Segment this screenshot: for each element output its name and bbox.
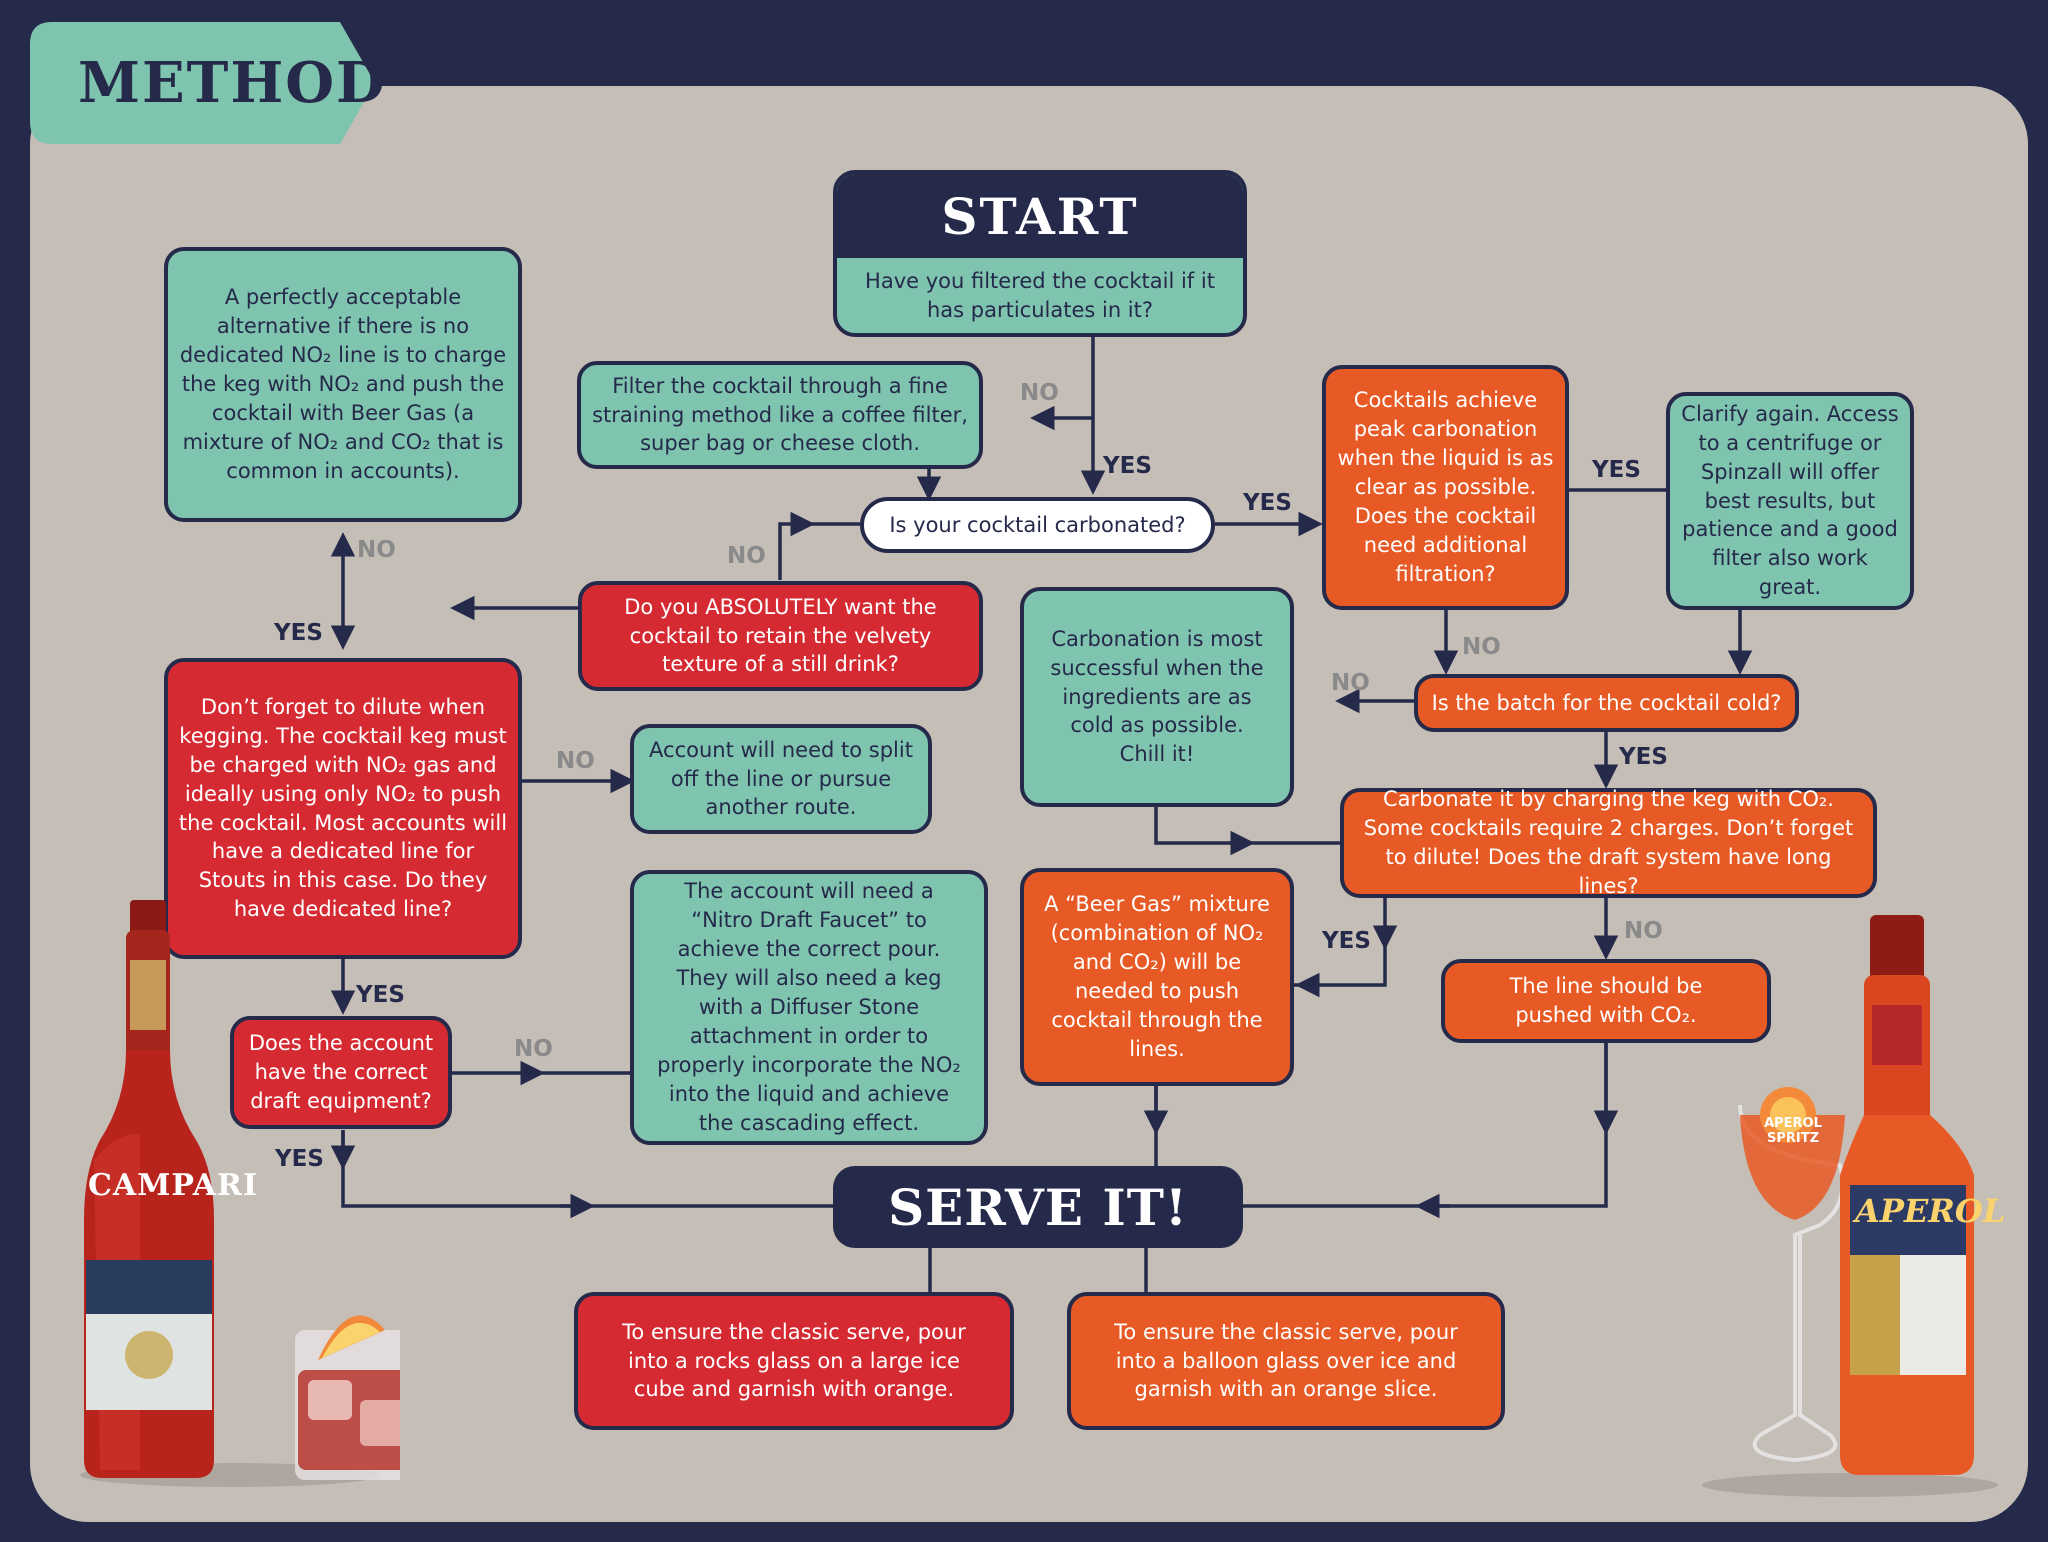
node-cold-question: Is the batch for the cocktail cold? <box>1414 674 1799 732</box>
label-yes: YES <box>274 620 323 646</box>
label-yes: YES <box>1592 457 1641 483</box>
method-tab <box>30 22 375 144</box>
label-yes: YES <box>1103 453 1152 479</box>
aperol-bottle-image <box>1702 915 1998 1497</box>
aperol-glass-label: APEROL SPRITZ <box>1764 1116 1822 1146</box>
node-draft-question: Does the account have the correct draft … <box>230 1016 452 1129</box>
node-filter: Filter the cocktail through a fine strai… <box>577 361 983 469</box>
node-beer-gas: A “Beer Gas” mixture (combination of NO₂… <box>1020 868 1294 1086</box>
page-title: METHOD <box>78 50 387 116</box>
serve-campari: To ensure the classic serve, pour into a… <box>574 1292 1014 1430</box>
node-carbonate: Carbonate it by charging the keg with CO… <box>1340 787 1877 898</box>
campari-brand: CAMPARI <box>88 1168 258 1203</box>
node-alternative: A perfectly acceptable alternative if th… <box>164 247 522 522</box>
label-no: NO <box>1020 380 1059 406</box>
start-question: Have you filtered the cocktail if it has… <box>865 268 1215 322</box>
node-pushed: The line should be pushed with CO₂. <box>1441 959 1771 1043</box>
node-peak-carbonation: Cocktails achieve peak carbonation when … <box>1322 365 1569 610</box>
label-no: NO <box>357 537 396 563</box>
serve-aperol: To ensure the classic serve, pour into a… <box>1067 1292 1505 1430</box>
label-no: NO <box>1331 670 1370 696</box>
label-no: NO <box>1462 634 1501 660</box>
node-chill: Carbonation is most successful when the … <box>1020 587 1294 807</box>
label-yes: YES <box>1322 928 1371 954</box>
label-yes: YES <box>1619 744 1668 770</box>
label-no: NO <box>727 543 766 569</box>
node-dilute: Don’t forget to dilute when kegging. The… <box>164 658 522 959</box>
label-no: NO <box>1624 918 1663 944</box>
start-node: START Have you filtered the cocktail if … <box>833 170 1247 337</box>
label-yes: YES <box>356 982 405 1008</box>
node-clarify: Clarify again. Access to a centrifuge or… <box>1666 392 1914 610</box>
node-velvety-question: Do you ABSOLUTELY want the cocktail to r… <box>578 581 983 691</box>
node-nitro: The account will need a “Nitro Draft Fau… <box>630 870 988 1145</box>
label-yes: YES <box>1243 490 1292 516</box>
label-no: NO <box>556 748 595 774</box>
node-split: Account will need to split off the line … <box>630 724 932 834</box>
label-no: NO <box>514 1036 553 1062</box>
node-carbonated-question: Is your cocktail carbonated? <box>860 497 1215 553</box>
aperol-brand: APEROL <box>1855 1192 2006 1230</box>
campari-bottle-image <box>80 900 400 1487</box>
start-title: START <box>837 174 1243 258</box>
serve-node: SERVE IT! <box>833 1166 1243 1248</box>
label-yes: YES <box>275 1146 324 1172</box>
